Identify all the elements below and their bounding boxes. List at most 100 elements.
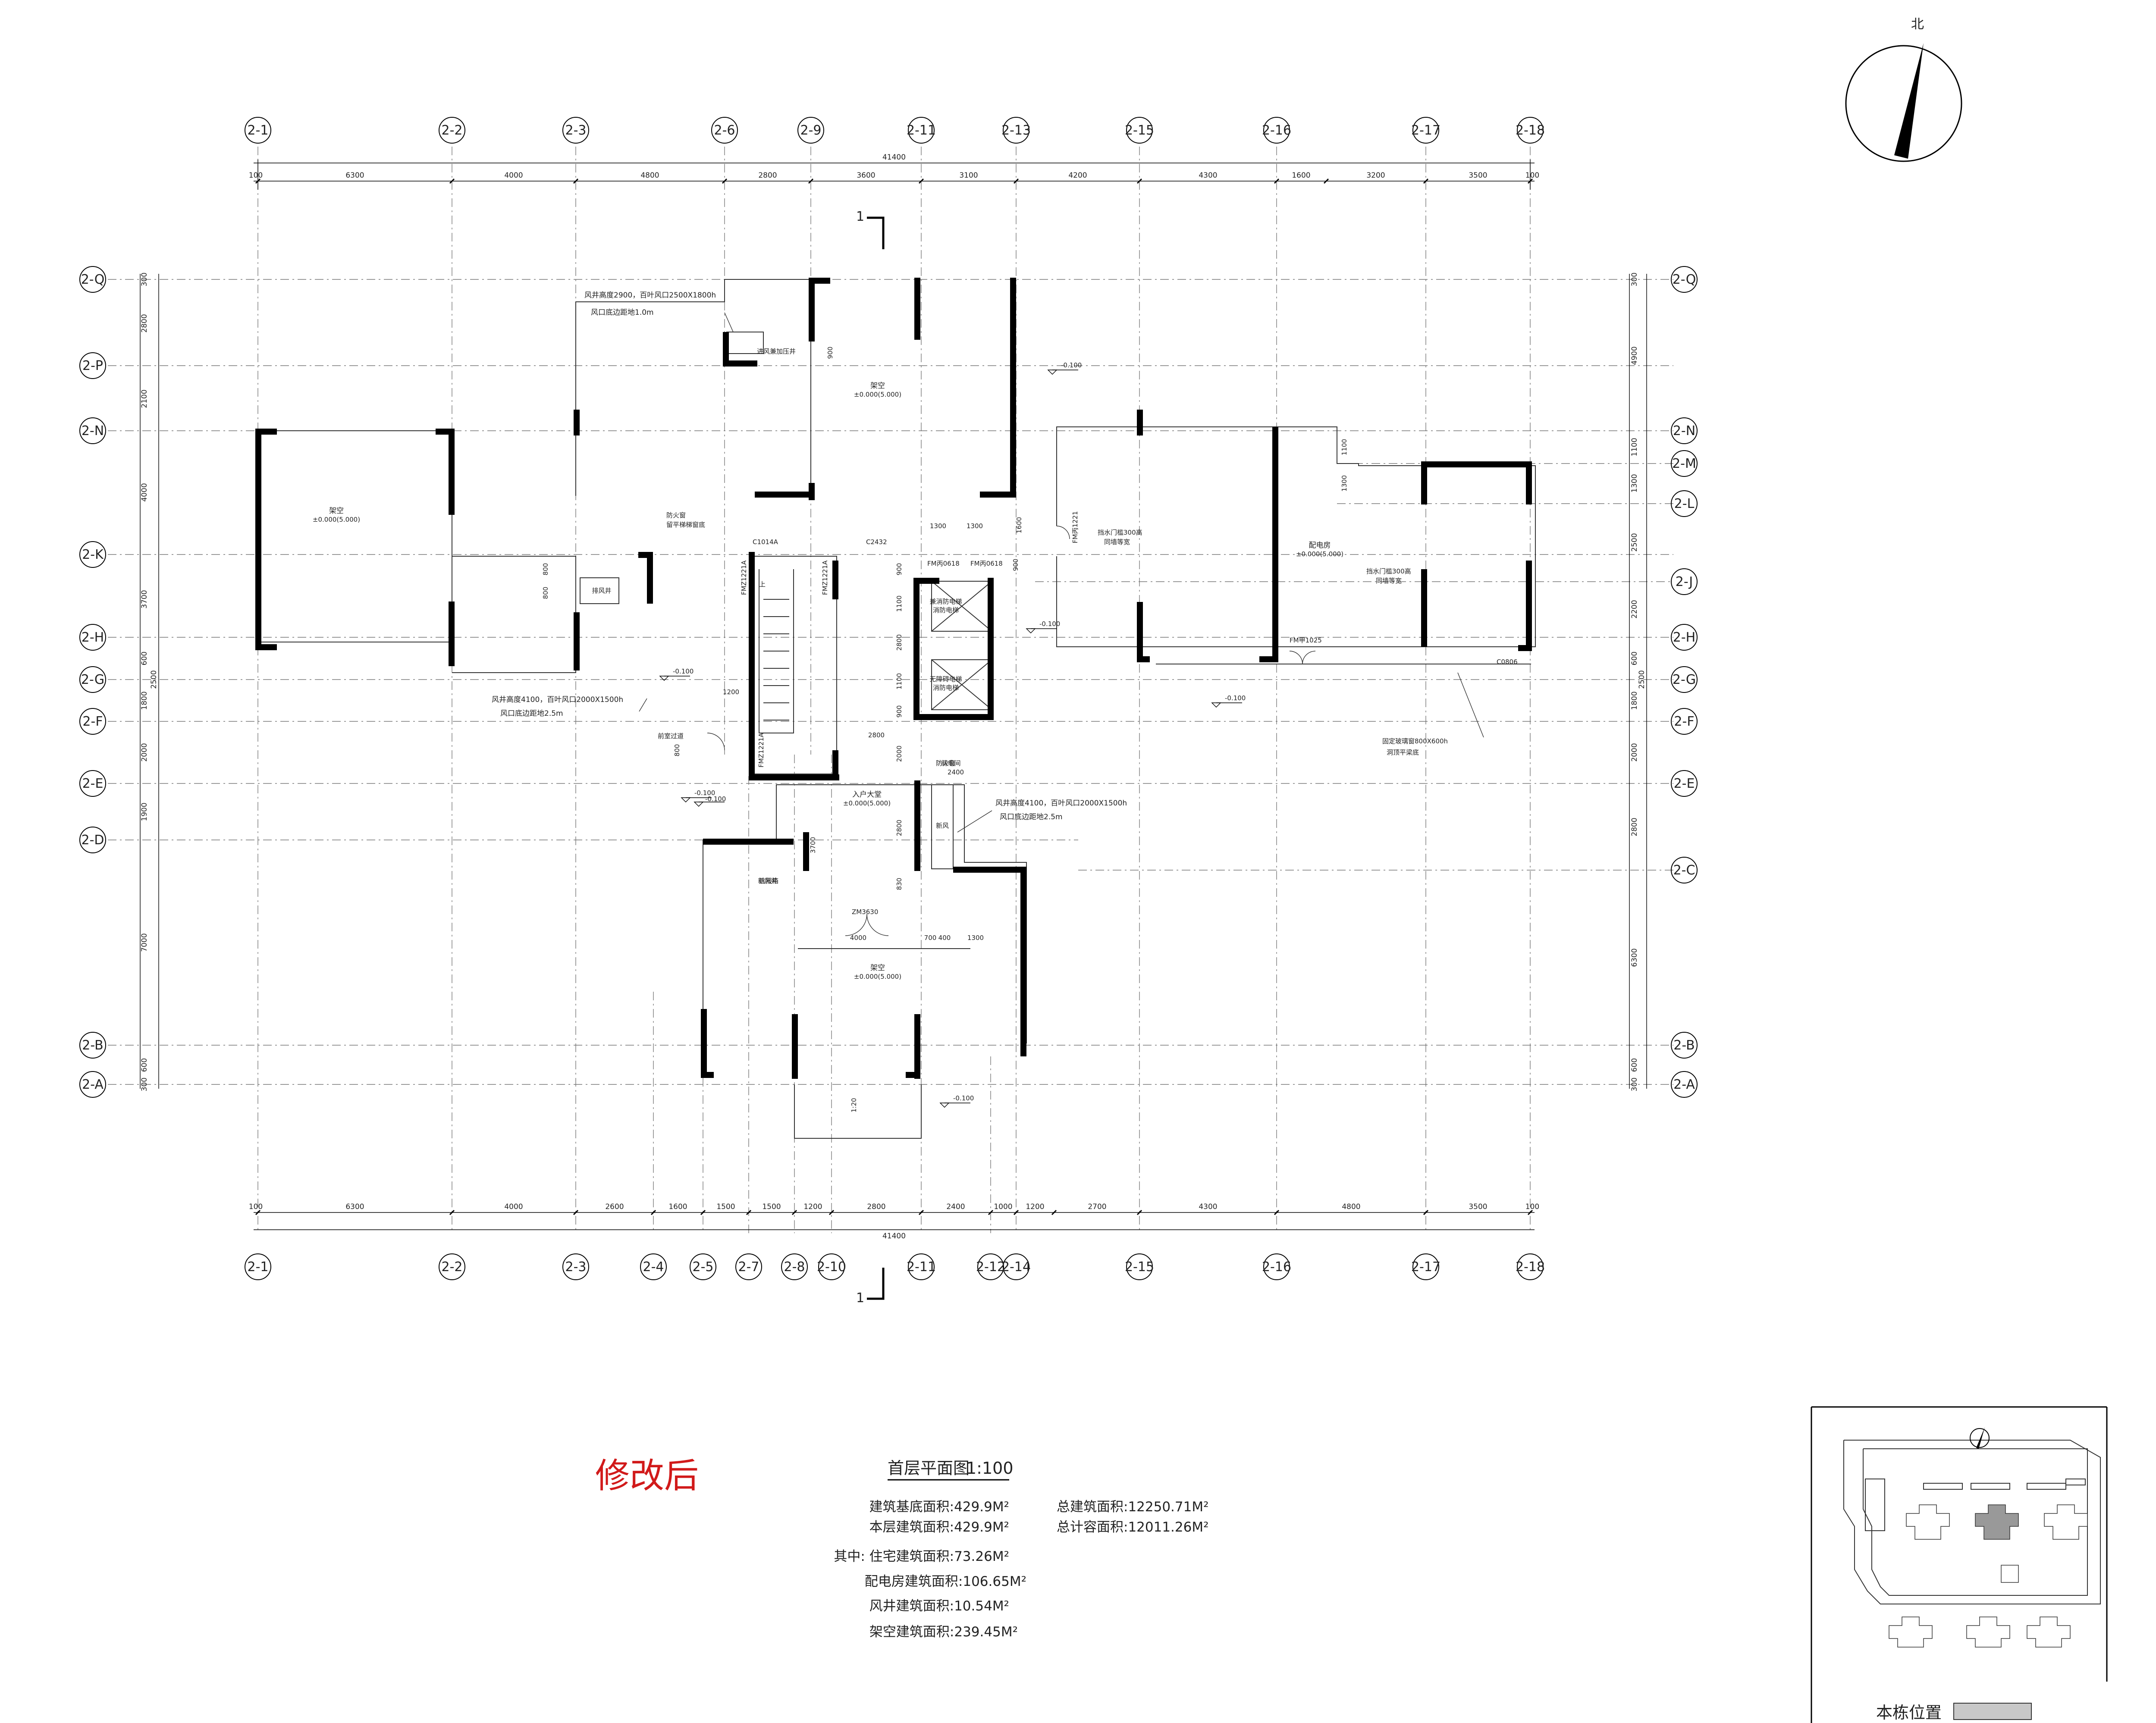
right-dimension-texts: 300 4900 1100 1300 2500 2200 600 1800 20… <box>1630 273 1646 1091</box>
note-f1: 挡水门槛300高 <box>1366 567 1411 575</box>
axis-label: 2-P <box>82 358 103 373</box>
dim-text: 1200 <box>803 1203 822 1211</box>
stats-row: 建筑基底面积:429.9M² <box>869 1499 1009 1515</box>
axis-label: 2-15 <box>1125 123 1154 138</box>
svg-text:800: 800 <box>542 563 549 576</box>
note-d1: 防火窗 <box>666 511 686 519</box>
dimension-lines <box>140 160 1647 1230</box>
dim-text: 2800 <box>867 1203 885 1211</box>
key-plan-north-icon <box>1976 1427 1985 1449</box>
dim-text: 4000 <box>504 1203 523 1211</box>
svg-text:3700: 3700 <box>809 837 817 853</box>
dim-text: 300 <box>140 273 149 286</box>
svg-text:2800: 2800 <box>895 820 903 836</box>
svg-text:1300: 1300 <box>1340 475 1348 492</box>
axis-label: 2-E <box>82 776 104 791</box>
axis-label: 2-N <box>82 423 104 439</box>
note-c1: 风井高度4100，百叶风口2000X1500h <box>995 799 1127 808</box>
level-mark: -0.100 <box>659 667 694 681</box>
note-i: 前室过道 <box>658 732 684 740</box>
top-axis-row <box>245 117 1544 144</box>
level-mark: -0.100 <box>1047 361 1082 375</box>
note-a2: 风口底边距地1.0m <box>591 308 654 317</box>
svg-text:-0.100: -0.100 <box>1061 361 1082 369</box>
axis-label: 2-A <box>82 1077 104 1092</box>
dim-text: 100 <box>249 1203 263 1211</box>
room-jiakong-b-elev: ±0.000(5.000) <box>854 391 901 398</box>
stats-title: 首层平面图 <box>888 1459 970 1478</box>
this-building-marker <box>1975 1504 2019 1540</box>
door-swings <box>707 526 1316 936</box>
axis-label: 2-4 <box>643 1259 664 1275</box>
axis-label: 2-N <box>1673 423 1695 439</box>
svg-text:900: 900 <box>1012 559 1020 571</box>
room-jiakong-c-elev: ±0.000(5.000) <box>854 973 901 981</box>
axis-label: 2-17 <box>1411 123 1440 138</box>
axis-label: 2-J <box>1676 574 1693 589</box>
note-d2: 留平梯梯窗底 <box>666 521 705 529</box>
dim-text: 1800 <box>1630 691 1639 710</box>
dim-text: 3100 <box>959 171 978 180</box>
dim-text: 1300 <box>1630 474 1639 492</box>
svg-text:800: 800 <box>673 744 681 757</box>
location-swatch <box>1953 1703 2032 1720</box>
door-tag: FMZ1221A <box>821 560 829 595</box>
note-g1: 固定玻璃窗800X600h <box>1382 737 1448 745</box>
axis-label: 2-E <box>1674 776 1695 791</box>
room-elev2: 无障碍电梯 <box>929 675 962 683</box>
axis-label: 2-2 <box>442 1259 463 1275</box>
axis-label: 2-L <box>1674 496 1695 511</box>
stats-row: 风井建筑面积:10.54M² <box>869 1598 1009 1614</box>
dim-text: 2700 <box>1088 1203 1106 1211</box>
axis-label: 2-16 <box>1262 1259 1291 1275</box>
level-mark: -0.100 <box>1026 620 1060 633</box>
dim-text: 1600 <box>668 1203 687 1211</box>
dimension-ticks <box>255 178 1533 1215</box>
dim-text: 3500 <box>1469 1203 1487 1211</box>
dim-text: 4300 <box>1199 1203 1217 1211</box>
dim-text: 4300 <box>1199 171 1217 180</box>
north-arrow: 北 <box>1845 17 1962 162</box>
svg-text:-0.100: -0.100 <box>673 667 694 675</box>
note-slope: 1:20 <box>850 1098 858 1112</box>
axis-label: 2-M <box>1672 456 1696 471</box>
dim-text: 2500 <box>1630 533 1639 551</box>
axis-label: 2-B <box>1673 1038 1695 1053</box>
axis-label: 2-8 <box>784 1259 805 1275</box>
svg-text:-0.100: -0.100 <box>1225 694 1246 702</box>
svg-text:900: 900 <box>895 563 903 576</box>
svg-text:900: 900 <box>895 705 903 718</box>
dim-text: 3500 <box>1469 171 1487 180</box>
axis-label: 2-A <box>1673 1077 1695 1092</box>
dim-text: 2200 <box>1630 600 1639 618</box>
level-mark: -0.100 <box>1211 694 1246 708</box>
axis-label: 2-Q <box>1673 272 1696 287</box>
grid-bubble-labels: 2-1 2-2 2-3 2-6 2-9 2-11 2-13 2-15 2-16 … <box>81 123 1696 1275</box>
axis-label: 2-3 <box>565 1259 587 1275</box>
grid-bubbles <box>79 117 1698 1280</box>
left-axis-column <box>79 266 106 1098</box>
dim-text: 3600 <box>857 171 875 180</box>
svg-text:-0.100: -0.100 <box>694 789 715 797</box>
dim-text: 1100 <box>1630 438 1639 456</box>
dim-text: 3200 <box>1366 171 1385 180</box>
svg-text:-0.100: -0.100 <box>953 1094 974 1102</box>
dim-text: 6300 <box>345 171 364 180</box>
dim-total: 41400 <box>882 153 906 162</box>
dim-text: 600 <box>1630 1058 1639 1072</box>
axis-label: 2-18 <box>1516 123 1545 138</box>
note-j: 信报箱 <box>759 877 778 885</box>
location-label: 本栋位置 <box>1876 1703 1942 1722</box>
room-peidianfang-elev: ±0.000(5.000) <box>1296 550 1343 558</box>
room-elev1b: 消防电梯 <box>933 606 959 614</box>
axis-label: 2-C <box>1673 863 1695 878</box>
room-labels: 架空 ±0.000(5.000) 架空 ±0.000(5.000) 架空 ±0.… <box>313 348 1343 981</box>
axis-label: 2-1 <box>248 1259 269 1275</box>
axis-label: 2-Q <box>81 272 105 287</box>
dim-text: 2800 <box>140 314 149 332</box>
stats-row: 架空建筑面积:239.45M² <box>869 1624 1018 1640</box>
level-mark: -0.100 <box>939 1094 974 1108</box>
section-mark-label: 1 <box>856 209 864 224</box>
axis-label: 2-14 <box>1001 1259 1031 1275</box>
